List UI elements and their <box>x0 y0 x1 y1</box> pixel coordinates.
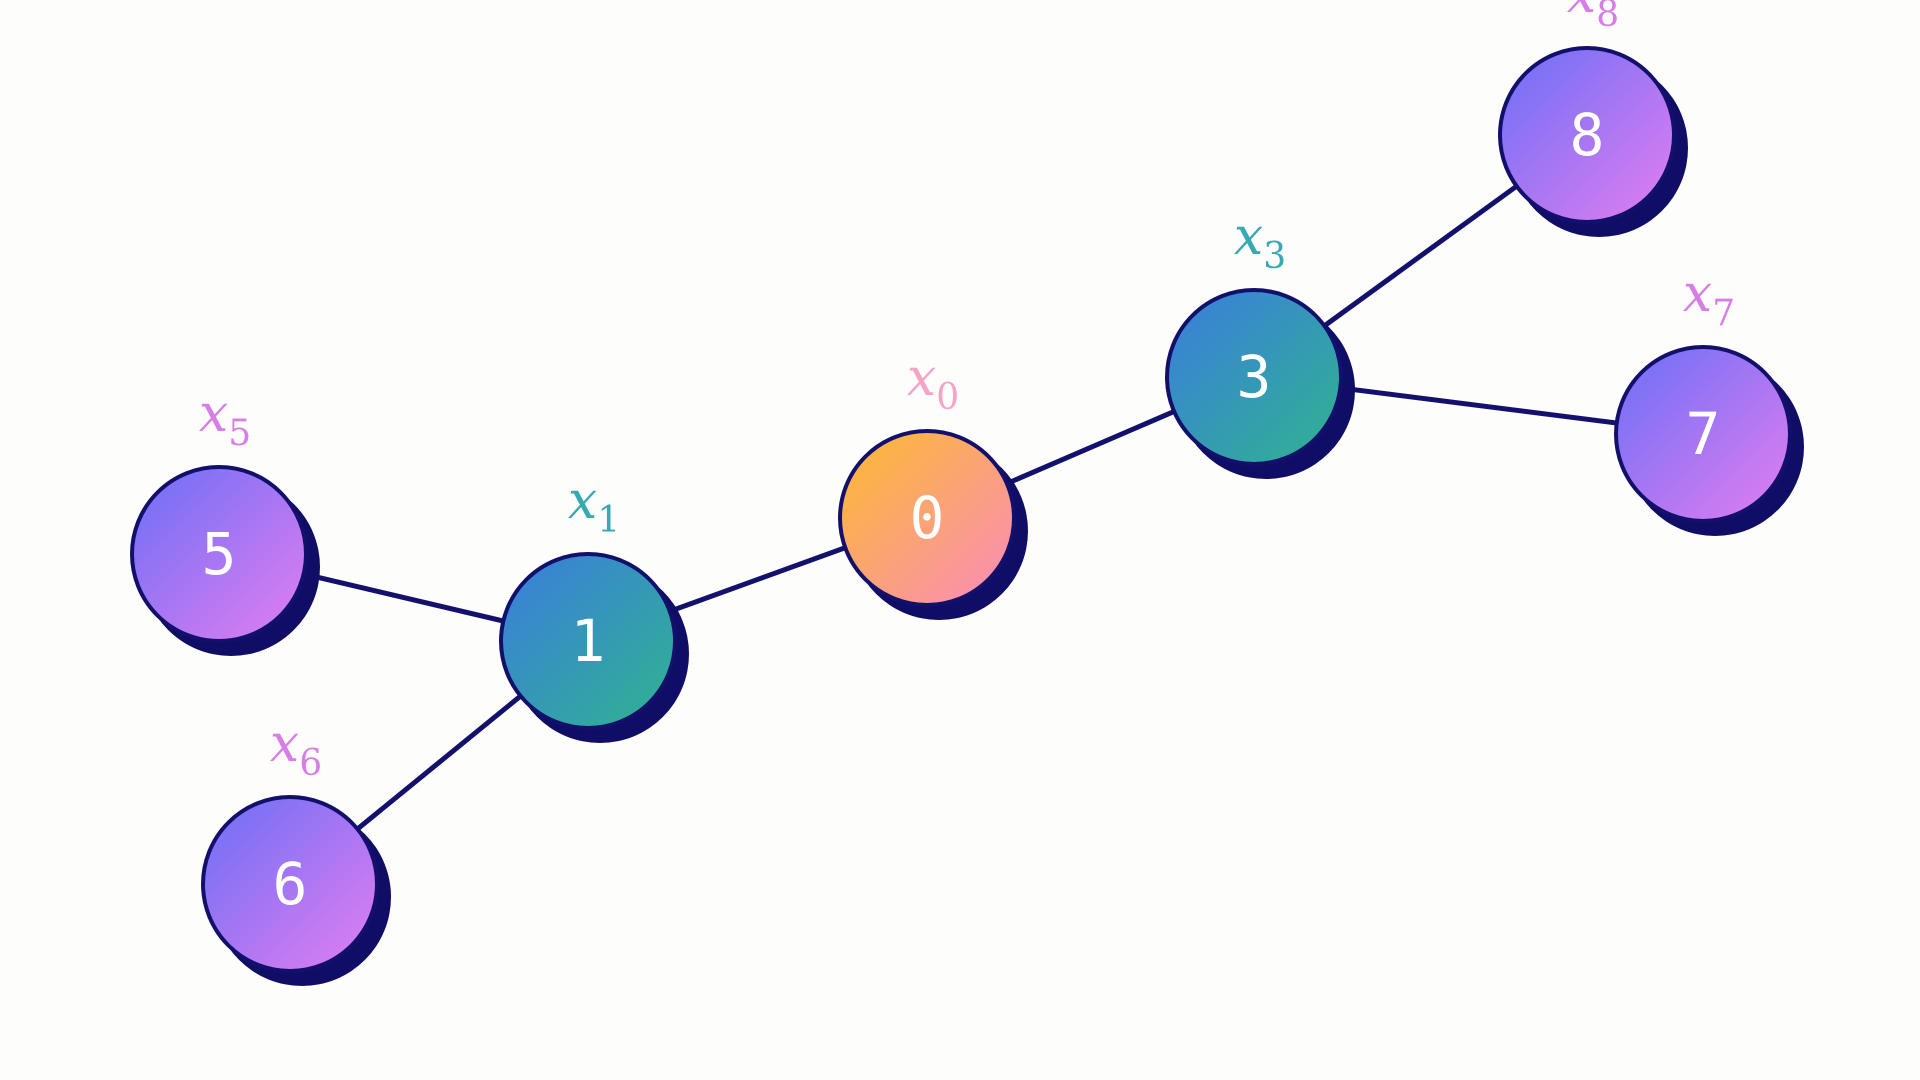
variable-subscript: 6 <box>299 743 322 784</box>
variable-subscript: 1 <box>597 500 620 541</box>
node-8: 8x8 <box>1498 0 1688 237</box>
node-circle <box>1614 345 1792 523</box>
node-label: 1 <box>571 607 606 675</box>
nodes-layer: 0x01x13x35x56x67x78x8 <box>130 0 1804 986</box>
variable-base: x <box>1234 207 1263 267</box>
node-label: 5 <box>202 520 237 588</box>
variable-base: x <box>270 714 299 774</box>
variable-base: x <box>1683 264 1712 324</box>
variable-label: x5 <box>199 384 251 454</box>
node-label: 3 <box>1237 343 1272 411</box>
variable-base: x <box>907 348 936 408</box>
node-label: 7 <box>1686 400 1721 468</box>
node-circle <box>838 429 1016 607</box>
variable-subscript: 8 <box>1596 0 1619 35</box>
variable-label: x1 <box>568 471 620 541</box>
node-7: 7x7 <box>1614 264 1804 536</box>
variable-base: x <box>199 384 228 444</box>
node-label: 8 <box>1570 101 1605 169</box>
node-circle <box>499 552 677 730</box>
variable-base: x <box>1567 0 1596 25</box>
variable-subscript: 7 <box>1712 293 1735 334</box>
node-circle <box>1165 288 1343 466</box>
node-0: 0x0 <box>838 348 1028 620</box>
variable-label: x8 <box>1567 0 1619 35</box>
variable-subscript: 5 <box>228 413 251 454</box>
node-5: 5x5 <box>130 384 320 656</box>
node-circle <box>201 795 379 973</box>
node-circle <box>1498 46 1676 224</box>
variable-label: x7 <box>1683 264 1735 334</box>
node-circle <box>130 465 308 643</box>
node-1: 1x1 <box>499 471 689 743</box>
variable-subscript: 3 <box>1263 236 1286 277</box>
node-6: 6x6 <box>201 714 391 986</box>
variable-label: x0 <box>907 348 959 418</box>
variable-subscript: 0 <box>936 377 959 418</box>
variable-label: x3 <box>1234 207 1286 277</box>
node-3: 3x3 <box>1165 207 1355 479</box>
node-label: 6 <box>273 850 308 918</box>
variable-label: x6 <box>270 714 322 784</box>
node-label: 0 <box>910 484 945 552</box>
variable-base: x <box>568 471 597 531</box>
